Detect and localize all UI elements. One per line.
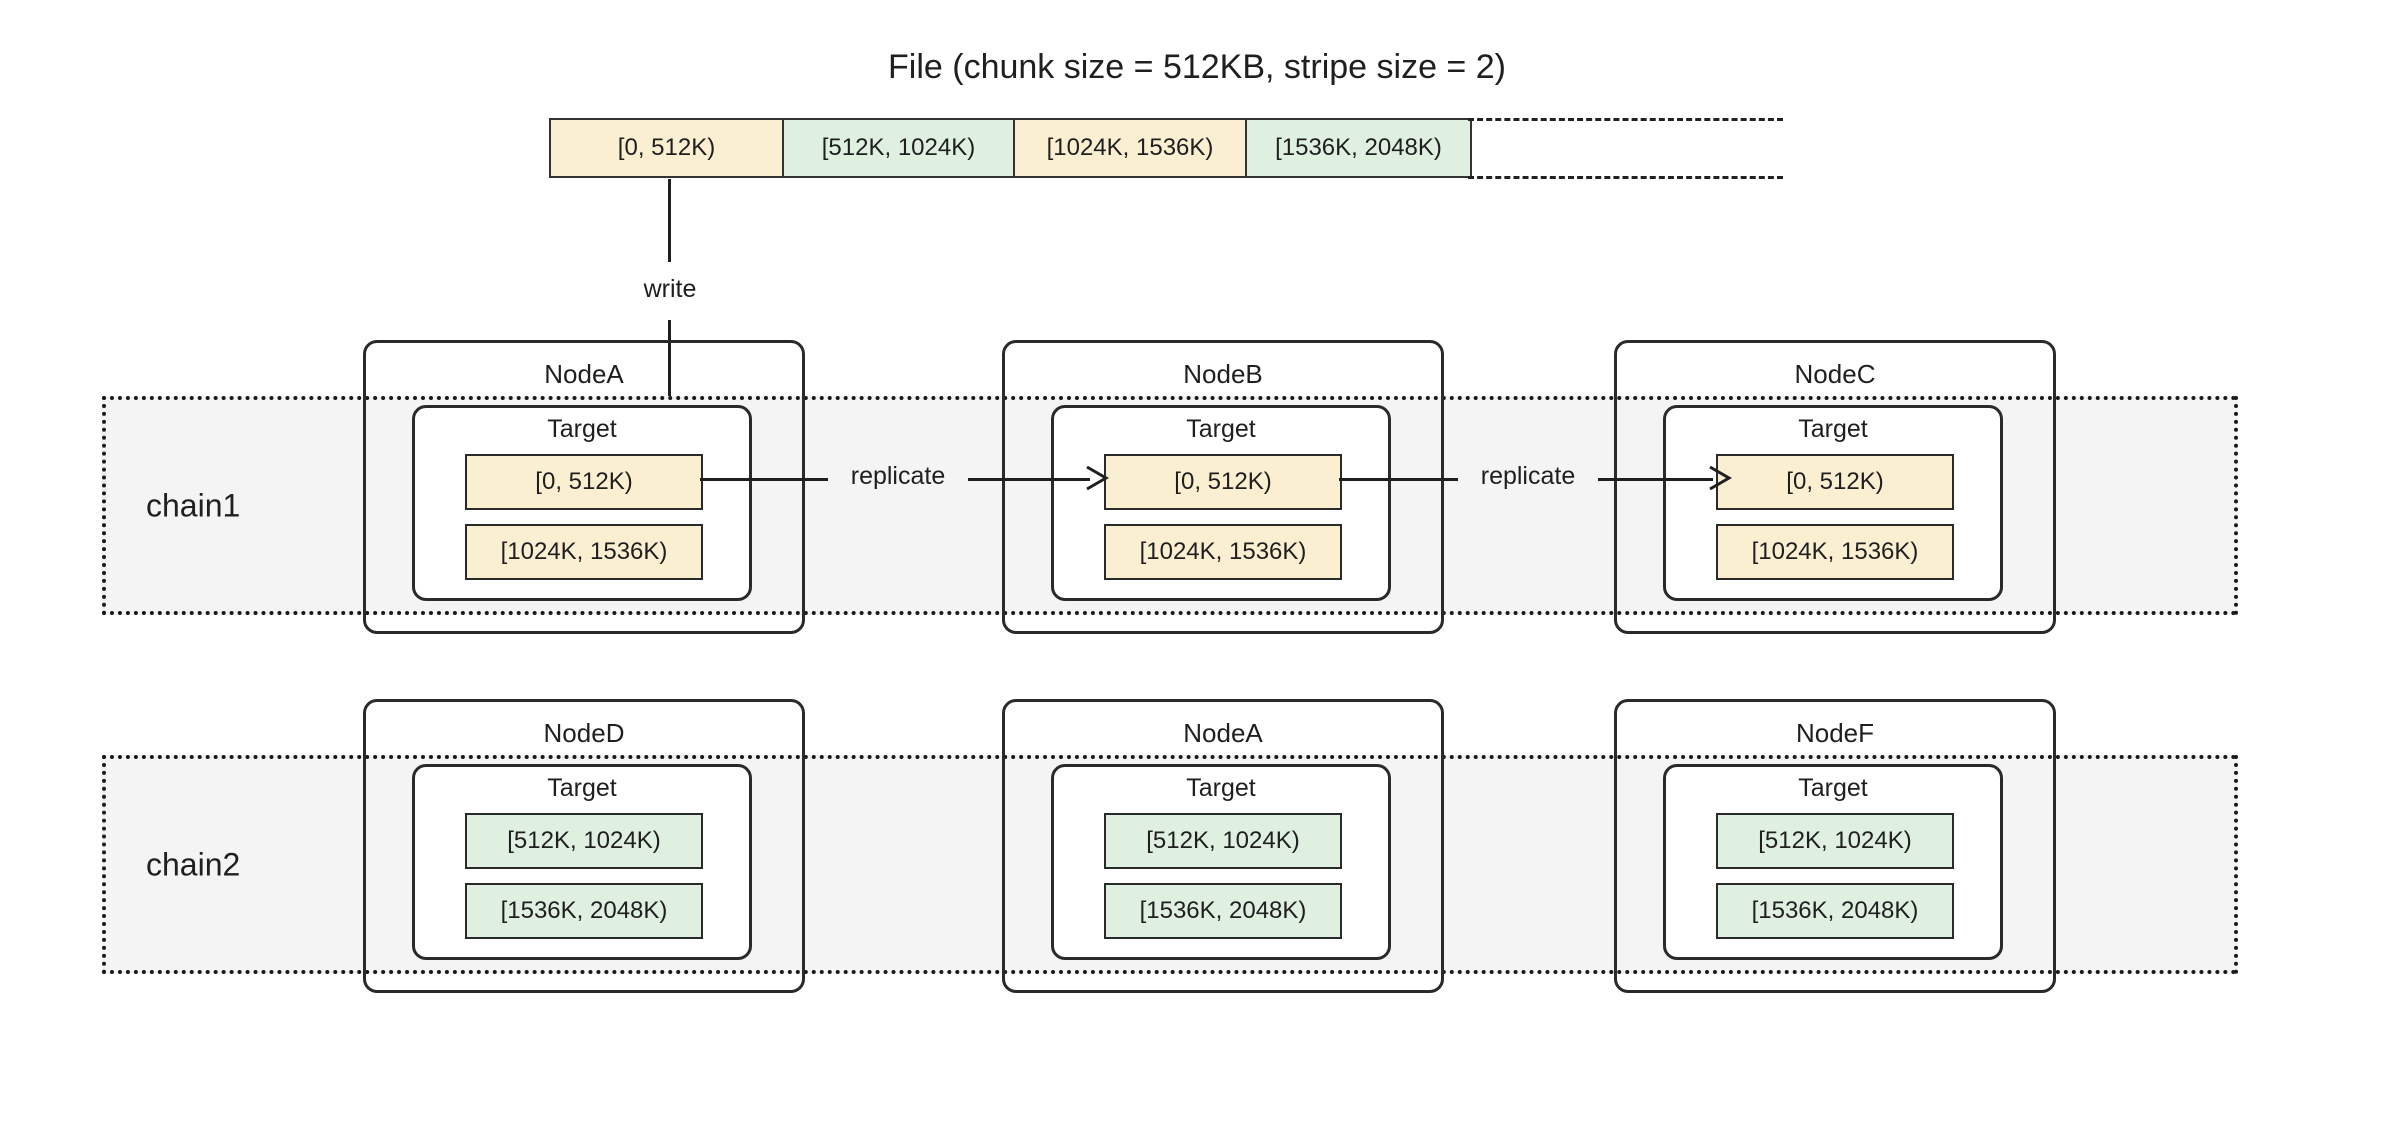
node-title: NodeF [1795, 718, 1875, 748]
replicate-line-2b [1598, 478, 1713, 481]
chunk-box: [0, 512K) [1716, 454, 1954, 510]
replicate-line-2a [1339, 478, 1458, 481]
write-arrow-line-lower [668, 320, 671, 434]
target-title: Target [1798, 415, 1868, 443]
target-title: Target [547, 774, 617, 802]
replicate-line-1a [700, 478, 828, 481]
file-strip: [0, 512K) [512K, 1024K) [1024K, 1536K) [… [549, 118, 1472, 178]
page-title: File (chunk size = 512KB, stripe size = … [888, 48, 1506, 86]
target-title: Target [1186, 774, 1256, 802]
chunk-box: [1024K, 1536K) [1104, 524, 1342, 580]
write-arrow-label: write [600, 275, 740, 304]
file-chunk: [512K, 1024K) [784, 120, 1015, 176]
target-box-chain2-1[interactable]: Target [512K, 1024K) [1536K, 2048K) [1051, 764, 1391, 960]
node-box-chain1-0[interactable]: NodeA [363, 340, 805, 634]
file-chunk: [0, 512K) [551, 120, 784, 176]
node-title: NodeB [1183, 359, 1263, 389]
replicate-label-1: replicate [850, 462, 946, 490]
node-title: NodeA [1183, 718, 1263, 748]
replicate-arrowhead-icon-1 [1086, 465, 1109, 491]
target-title: Target [547, 415, 617, 443]
file-strip-continuation-bottom [1468, 176, 1783, 179]
chunk-box: [512K, 1024K) [465, 813, 703, 869]
node-box-chain1-1[interactable]: NodeB [1002, 340, 1444, 634]
replicate-label-2: replicate [1480, 462, 1576, 490]
chunk-box: [1024K, 1536K) [465, 524, 703, 580]
write-arrow-line-upper [668, 179, 671, 262]
chunk-box: [1536K, 2048K) [465, 883, 703, 939]
chunk-box: [1536K, 2048K) [1104, 883, 1342, 939]
node-title: NodeC [1794, 359, 1876, 389]
chunk-box: [1536K, 2048K) [1716, 883, 1954, 939]
chain-label: chain1 [146, 487, 241, 523]
node-box-chain2-2[interactable]: NodeF [1614, 699, 2056, 993]
target-title: Target [1798, 774, 1868, 802]
target-box-chain2-2[interactable]: Target [512K, 1024K) [1536K, 2048K) [1663, 764, 2003, 960]
file-strip-continuation-top [1468, 118, 1783, 121]
node-title: NodeA [544, 359, 624, 389]
chain-label: chain2 [146, 846, 241, 882]
file-chunk: [1024K, 1536K) [1015, 120, 1247, 176]
file-chunk: [1536K, 2048K) [1247, 120, 1470, 176]
target-box-chain1-2[interactable]: Target [0, 512K) [1024K, 1536K) [1663, 405, 2003, 601]
target-box-chain2-0[interactable]: Target [512K, 1024K) [1536K, 2048K) [412, 764, 752, 960]
replicate-line-1b [968, 478, 1090, 481]
node-box-chain2-0[interactable]: NodeD [363, 699, 805, 993]
target-box-chain1-1[interactable]: Target [0, 512K) [1024K, 1536K) [1051, 405, 1391, 601]
node-box-chain1-2[interactable]: NodeC [1614, 340, 2056, 634]
chunk-box: [1024K, 1536K) [1716, 524, 1954, 580]
node-title: NodeD [543, 718, 625, 748]
chunk-box: [0, 512K) [465, 454, 703, 510]
target-title: Target [1186, 415, 1256, 443]
chunk-box: [0, 512K) [1104, 454, 1342, 510]
target-box-chain1-0[interactable]: Target [0, 512K) [1024K, 1536K) [412, 405, 752, 601]
chunk-box: [512K, 1024K) [1104, 813, 1342, 869]
chunk-box: [512K, 1024K) [1716, 813, 1954, 869]
replicate-arrowhead-icon-2 [1709, 465, 1732, 491]
node-box-chain2-1[interactable]: NodeA [1002, 699, 1444, 993]
